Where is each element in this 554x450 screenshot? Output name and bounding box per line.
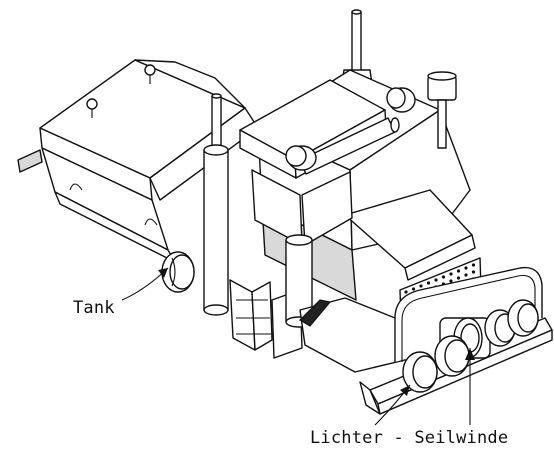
grille-dot (456, 276, 461, 280)
eye-bolt-right (144, 64, 156, 84)
spot-lamp-right (427, 71, 457, 149)
front-light-4 (507, 299, 539, 337)
tank-label: Tank (73, 298, 115, 318)
grille-dot (471, 263, 476, 267)
grille-dot (471, 270, 476, 274)
arrow-tank (121, 267, 169, 301)
grille-dot (434, 278, 438, 282)
exhaust-stack-front (203, 93, 229, 316)
grille-dot (464, 266, 468, 270)
front-light-2 (434, 335, 470, 377)
fuel-tank (161, 251, 195, 293)
flatbed (17, 59, 259, 263)
grille-dot (449, 279, 453, 283)
grille-dot (441, 275, 446, 279)
grille-dot (464, 273, 468, 277)
bull-bar (394, 266, 543, 362)
eye-bolt-left (86, 98, 98, 118)
windshield (251, 169, 353, 246)
front-light-1 (402, 351, 438, 393)
front-wheel-arch (299, 297, 406, 373)
grille-dot (449, 272, 453, 276)
grille-dot (456, 269, 461, 273)
grille-dot (411, 287, 416, 291)
grille-dot (426, 281, 431, 285)
side-cylinder (285, 234, 313, 328)
arrow-seilwinde (465, 348, 475, 425)
arrow-lichter (374, 384, 411, 426)
lights-winch-label: Lichter - Seilwinde (310, 428, 509, 448)
grille-dot (404, 290, 408, 294)
roof-light-middle (386, 87, 416, 113)
roof-light-left (285, 145, 317, 171)
grille-dot (419, 284, 423, 288)
